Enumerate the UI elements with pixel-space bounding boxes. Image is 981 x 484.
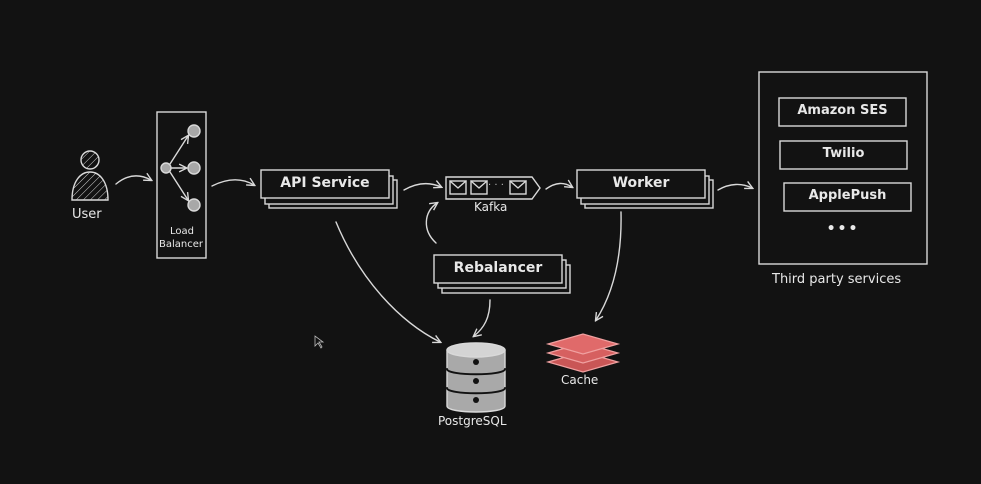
- arrow-api-to-postgres: [335, 221, 440, 342]
- worker-label: Worker: [612, 175, 670, 191]
- load-balancer-label-line2: Balancer: [159, 239, 203, 250]
- cache-label: Cache: [561, 373, 599, 387]
- third-party-caption: Third party services: [772, 272, 902, 287]
- kafka-dots: · · ·: [488, 180, 504, 191]
- arrow-rebalancer-to-postgres: [474, 299, 491, 336]
- rebalancer-box: [433, 254, 571, 294]
- postgresql-label: PostgreSQL: [438, 414, 507, 428]
- api-service-box: [260, 169, 398, 209]
- load-balancer: [156, 111, 207, 259]
- worker-box: [576, 169, 714, 209]
- kafka-label: Kafka: [474, 200, 508, 214]
- service-amazon-ses: Amazon SES: [797, 103, 888, 118]
- arrow-loadbalancer-to-api: [211, 180, 254, 187]
- user-label: User: [72, 207, 102, 222]
- arrow-kafka-to-worker: [545, 183, 572, 190]
- arrow-rebalancer-to-kafka: [425, 203, 437, 244]
- third-party-container: [758, 71, 928, 265]
- arrow-api-to-kafka: [403, 184, 441, 191]
- cache-icon: [545, 333, 621, 373]
- kafka-queue: [445, 176, 541, 200]
- postgresql-database-icon: [446, 342, 506, 413]
- load-balancer-label-line1: Load: [170, 226, 194, 237]
- arrow-worker-to-cache: [596, 211, 622, 320]
- more-services-ellipsis: •••: [826, 221, 860, 237]
- rebalancer-label: Rebalancer: [453, 260, 543, 276]
- api-service-label: API Service: [280, 175, 370, 191]
- user-icon: [71, 150, 109, 201]
- arrow-worker-to-third-party: [717, 184, 752, 191]
- arrow-user-to-loadbalancer: [115, 176, 151, 185]
- service-applepush: ApplePush: [808, 188, 887, 203]
- service-twilio: Twilio: [822, 146, 865, 161]
